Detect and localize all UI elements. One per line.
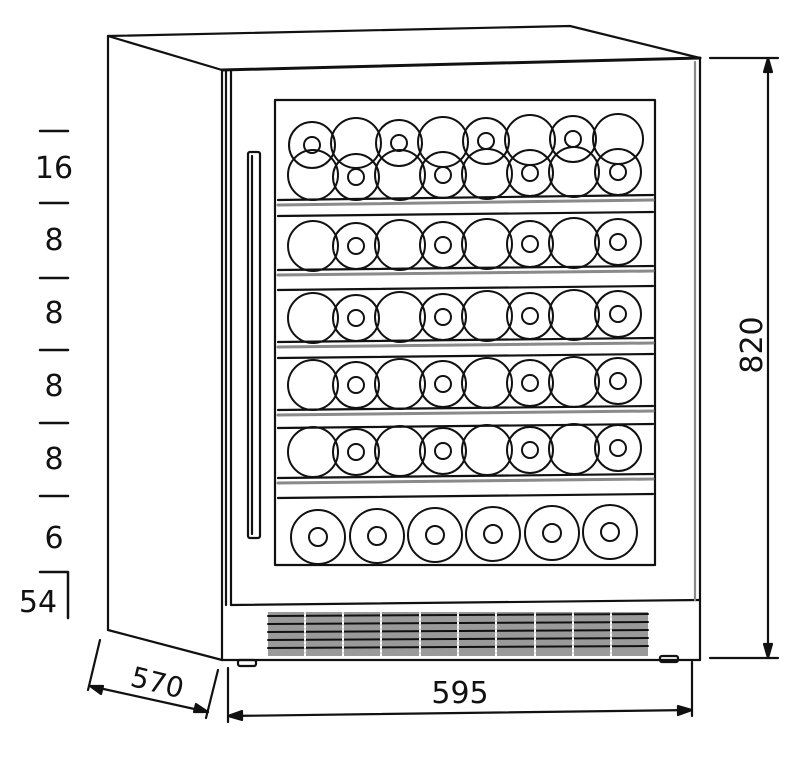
bottle-shelf-6: [290, 504, 638, 565]
bottle-shelf-1: [287, 113, 644, 201]
bottle-shelf-4: [287, 356, 642, 411]
shelf-6-capacity: 6: [44, 521, 63, 556]
cabinet-body: [106, 24, 702, 668]
shelf-3-capacity: 8: [44, 296, 63, 331]
shelf-capacity-labels: 16 8 8 8 8 6 54: [19, 151, 73, 620]
height-dimension-line: [708, 56, 780, 660]
shelf-capacity-ticks: [38, 129, 70, 620]
shelf-2-capacity: 8: [44, 223, 63, 258]
height-label: 820: [735, 316, 770, 373]
glass-window: [273, 98, 657, 567]
shelf-rails: [276, 193, 655, 500]
width-label: 595: [431, 676, 488, 711]
shelf-1-capacity: 16: [35, 151, 73, 186]
ventilation-grille: [267, 609, 649, 659]
shelf-4-capacity: 8: [44, 369, 63, 404]
door-handle: [246, 150, 262, 540]
bottle-shelf-3: [287, 289, 642, 344]
bottle-shelf-5: [287, 423, 642, 478]
total-capacity: 54: [19, 585, 57, 620]
width-dimension-line: [226, 660, 694, 724]
shelf-5-capacity: 8: [44, 442, 63, 477]
bottle-shelf-2: [287, 217, 642, 272]
depth-label: 570: [127, 660, 187, 705]
depth-dimension-line: [86, 638, 220, 720]
